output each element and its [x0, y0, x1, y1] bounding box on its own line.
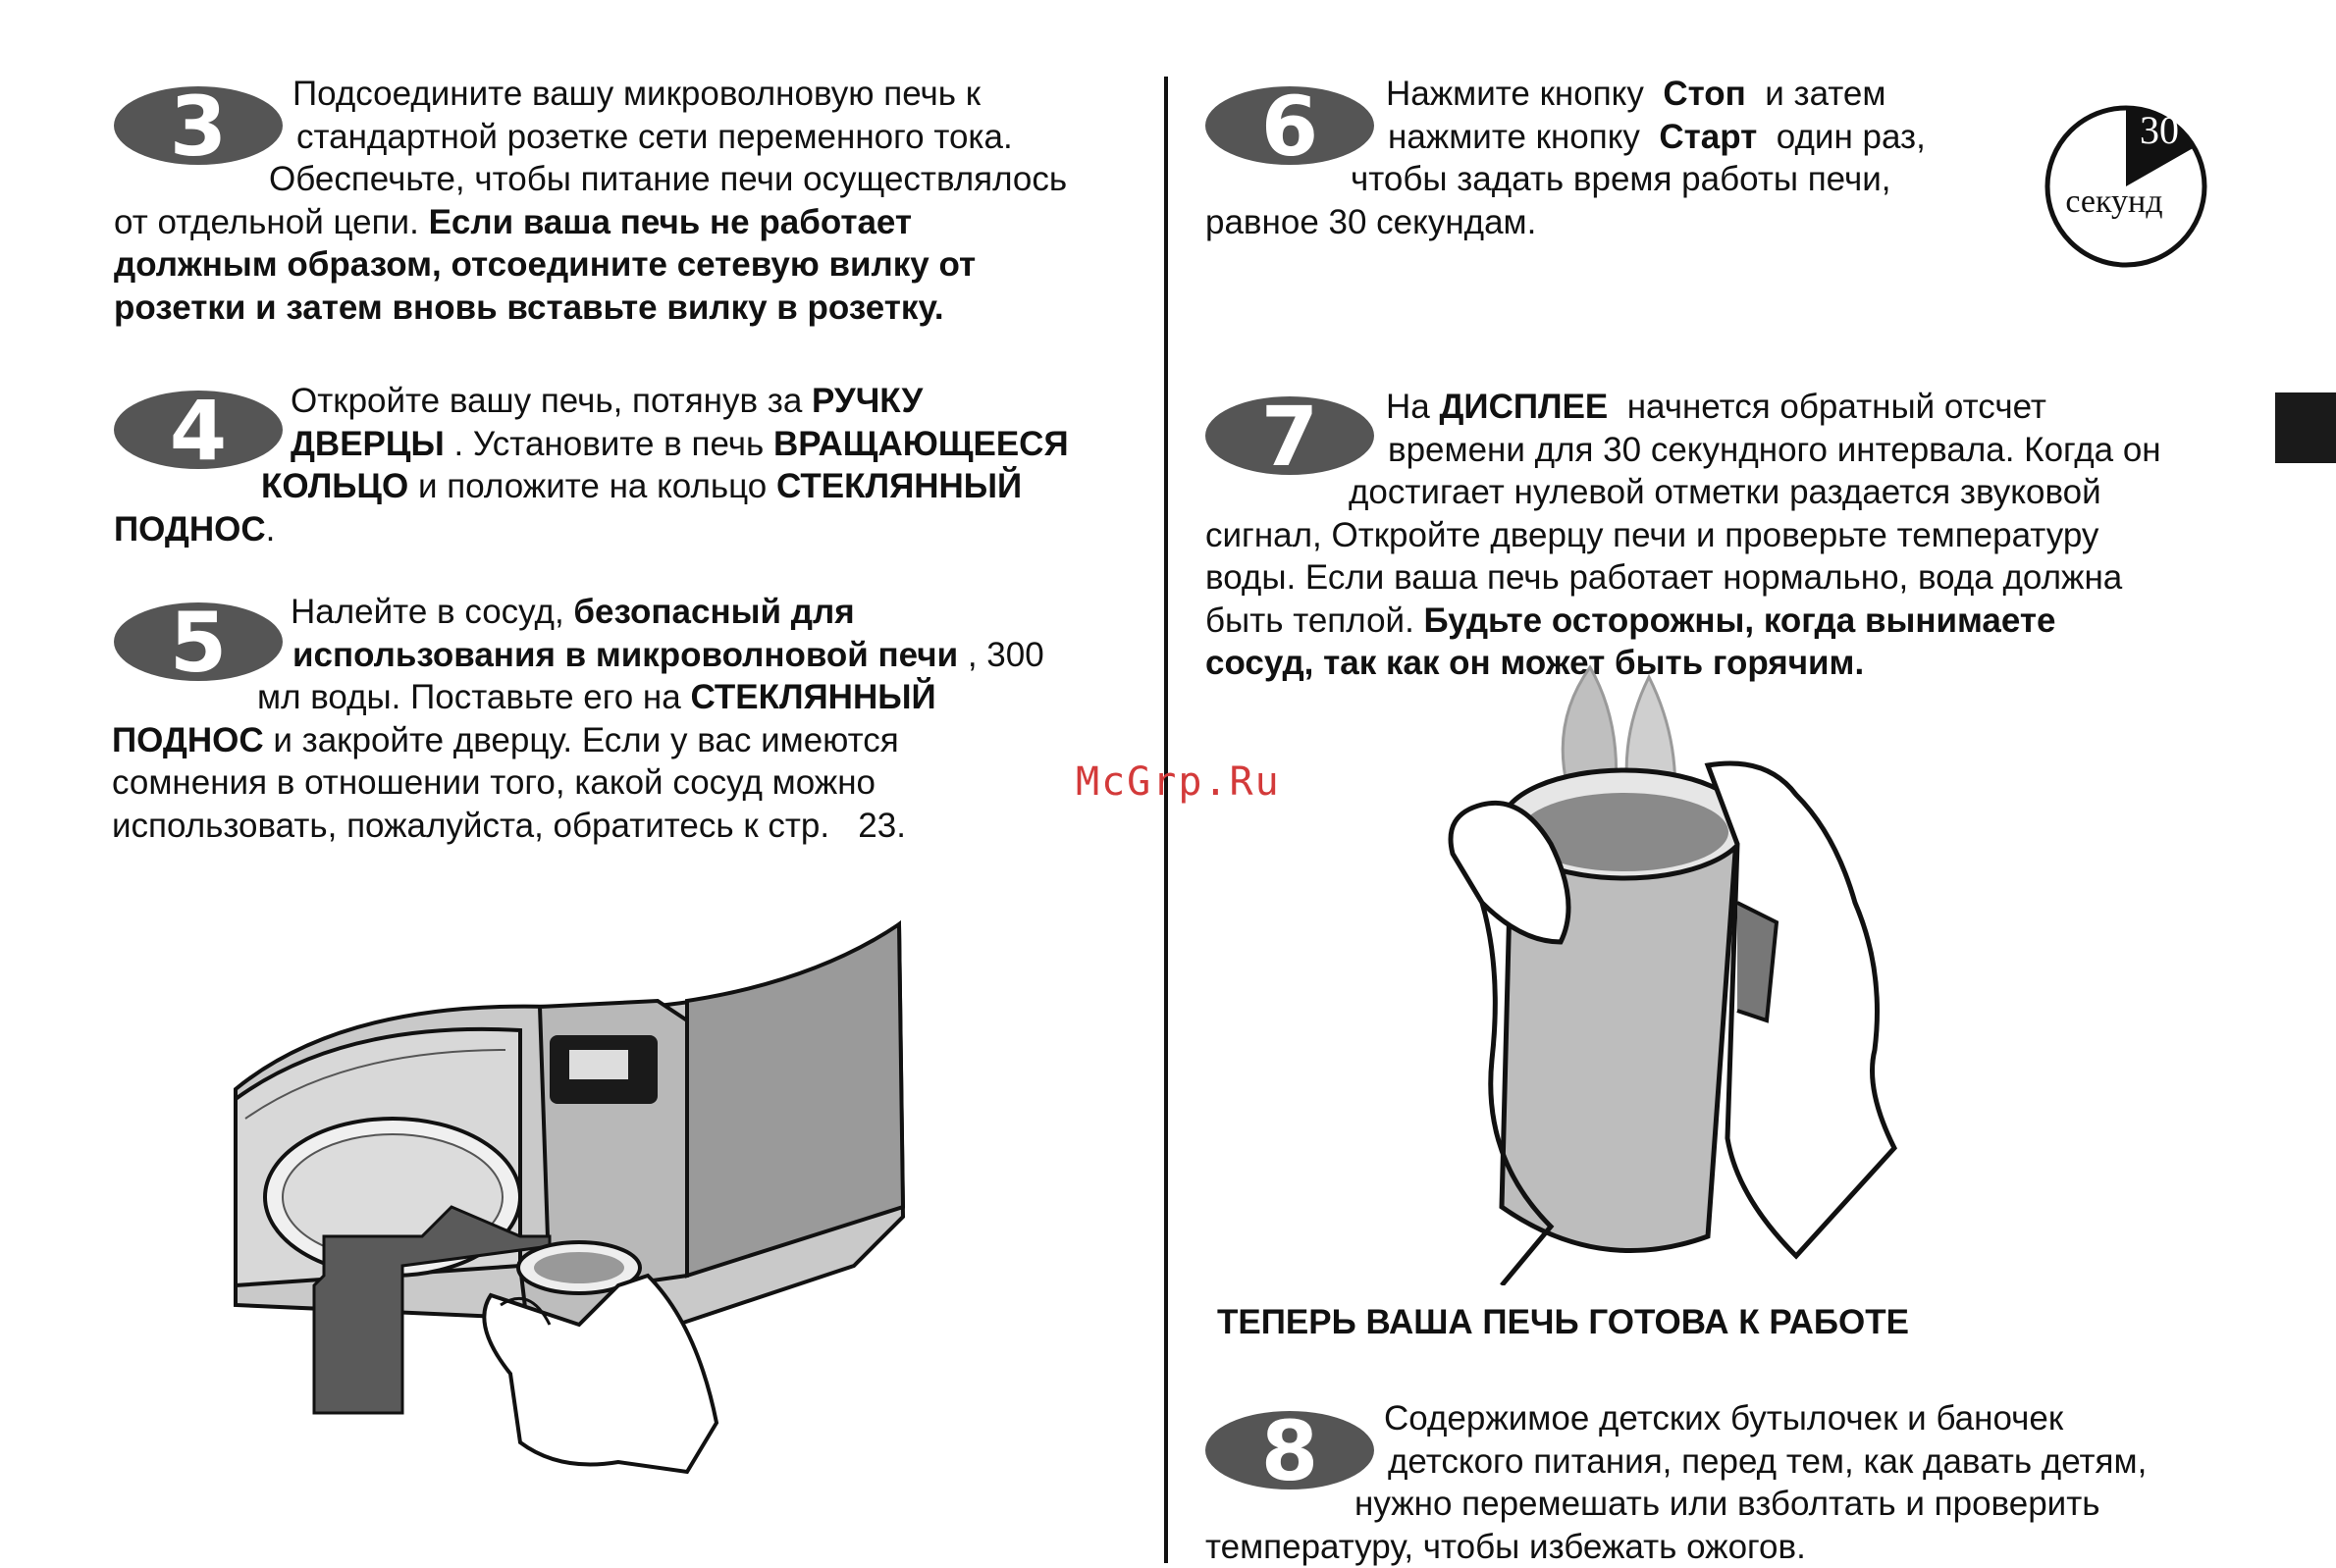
step-4-text: Откройте вашу печь, потянув за РУЧКУ ДВЕ… [114, 380, 1069, 550]
step-5-line: сомнения в отношении того, какой сосуд м… [112, 761, 1044, 805]
step-7-line: сигнал, Откройте дверцу печи и проверьте… [1205, 514, 2161, 557]
ready-heading: ТЕПЕРЬ ВАША ПЕЧЬ ГОТОВА К РАБОТЕ [1217, 1303, 1909, 1342]
step-8-line: температуру, чтобы избежать ожогов. [1205, 1526, 2147, 1568]
step-4-line: Откройте вашу печь, потянув за РУЧКУ [114, 380, 1069, 423]
step-3-warning: розетки и затем вновь вставьте вилку в р… [114, 287, 1067, 330]
microwave-illustration [226, 913, 913, 1501]
step-5-line: мл воды. Поставьте его на СТЕКЛЯННЫЙ [112, 676, 1044, 719]
step-6-line: нажмите кнопку Старт один раз, [1205, 116, 1926, 159]
step-6-text: Нажмите кнопку Стоп и затем нажмите кноп… [1205, 73, 1926, 243]
step-7-line: времени для 30 секундного интервала. Ког… [1205, 429, 2161, 472]
hand-holding-hot-cup-illustration [1443, 648, 1973, 1285]
step-5-line: Налейте в сосуд, безопасный для [112, 591, 1044, 634]
step-6-line: Нажмите кнопку Стоп и затем [1205, 73, 1926, 116]
step-3-line: Обеспечьте, чтобы питание печи осуществл… [114, 158, 1067, 201]
step-5-line: использования в микроволновой печи , 300 [112, 634, 1044, 677]
step-3-text: Подсоедините вашу микроволновую печь к с… [114, 73, 1067, 329]
step-3-line: стандартной розетке сети переменного ток… [114, 116, 1067, 159]
watermark: McGrp.Ru [1076, 759, 1281, 805]
section-tab-marker [2275, 392, 2336, 463]
step-7-line: На ДИСПЛЕЕ начнется обратный отсчет [1205, 386, 2161, 429]
step-5-line: использовать, пожалуйста, обратитесь к с… [112, 805, 1044, 848]
step-4-line: КОЛЬЦО и положите на кольцо СТЕКЛЯННЫЙ [114, 465, 1069, 508]
step-5-line: ПОДНОС и закройте дверцу. Если у вас име… [112, 719, 1044, 762]
step-8-line: Содержимое детских бутылочек и баночек [1205, 1397, 2147, 1440]
step-7-line: быть теплой. Будьте осторожны, когда вын… [1205, 600, 2161, 643]
step-3-line: от отдельной цепи. Если ваша печь не раб… [114, 201, 1067, 244]
step-6-line: равное 30 секундам. [1205, 201, 1926, 244]
step-7-line: достигает нулевой отметки раздается звук… [1205, 471, 2161, 514]
step-7-text: На ДИСПЛЕЕ начнется обратный отсчет врем… [1205, 386, 2161, 685]
column-divider [1164, 77, 1168, 1563]
timer-30-seconds-icon: 30 секунд [2040, 100, 2212, 273]
step-8-line: нужно перемешать или взболтать и провери… [1205, 1483, 2147, 1526]
step-5-text: Налейте в сосуд, безопасный для использо… [112, 591, 1044, 847]
timer-unit: секунд [2065, 183, 2162, 220]
step-3-line: Подсоедините вашу микроволновую печь к [114, 73, 1067, 116]
step-8-text: Содержимое детских бутылочек и баночек д… [1205, 1397, 2147, 1568]
step-8-line: детского питания, перед тем, как давать … [1205, 1440, 2147, 1484]
step-7-line: воды. Если ваша печь работает нормально,… [1205, 556, 2161, 600]
step-4-line: ПОДНОС. [114, 508, 1069, 551]
step-6-line: чтобы задать время работы печи, [1205, 158, 1926, 201]
step-4-line: ДВЕРЦЫ . Установите в печь ВРАЩАЮЩЕЕСЯ [114, 423, 1069, 466]
step-3-warning: должным образом, отсоедините сетевую вил… [114, 243, 1067, 287]
timer-value: 30 [2140, 108, 2179, 152]
